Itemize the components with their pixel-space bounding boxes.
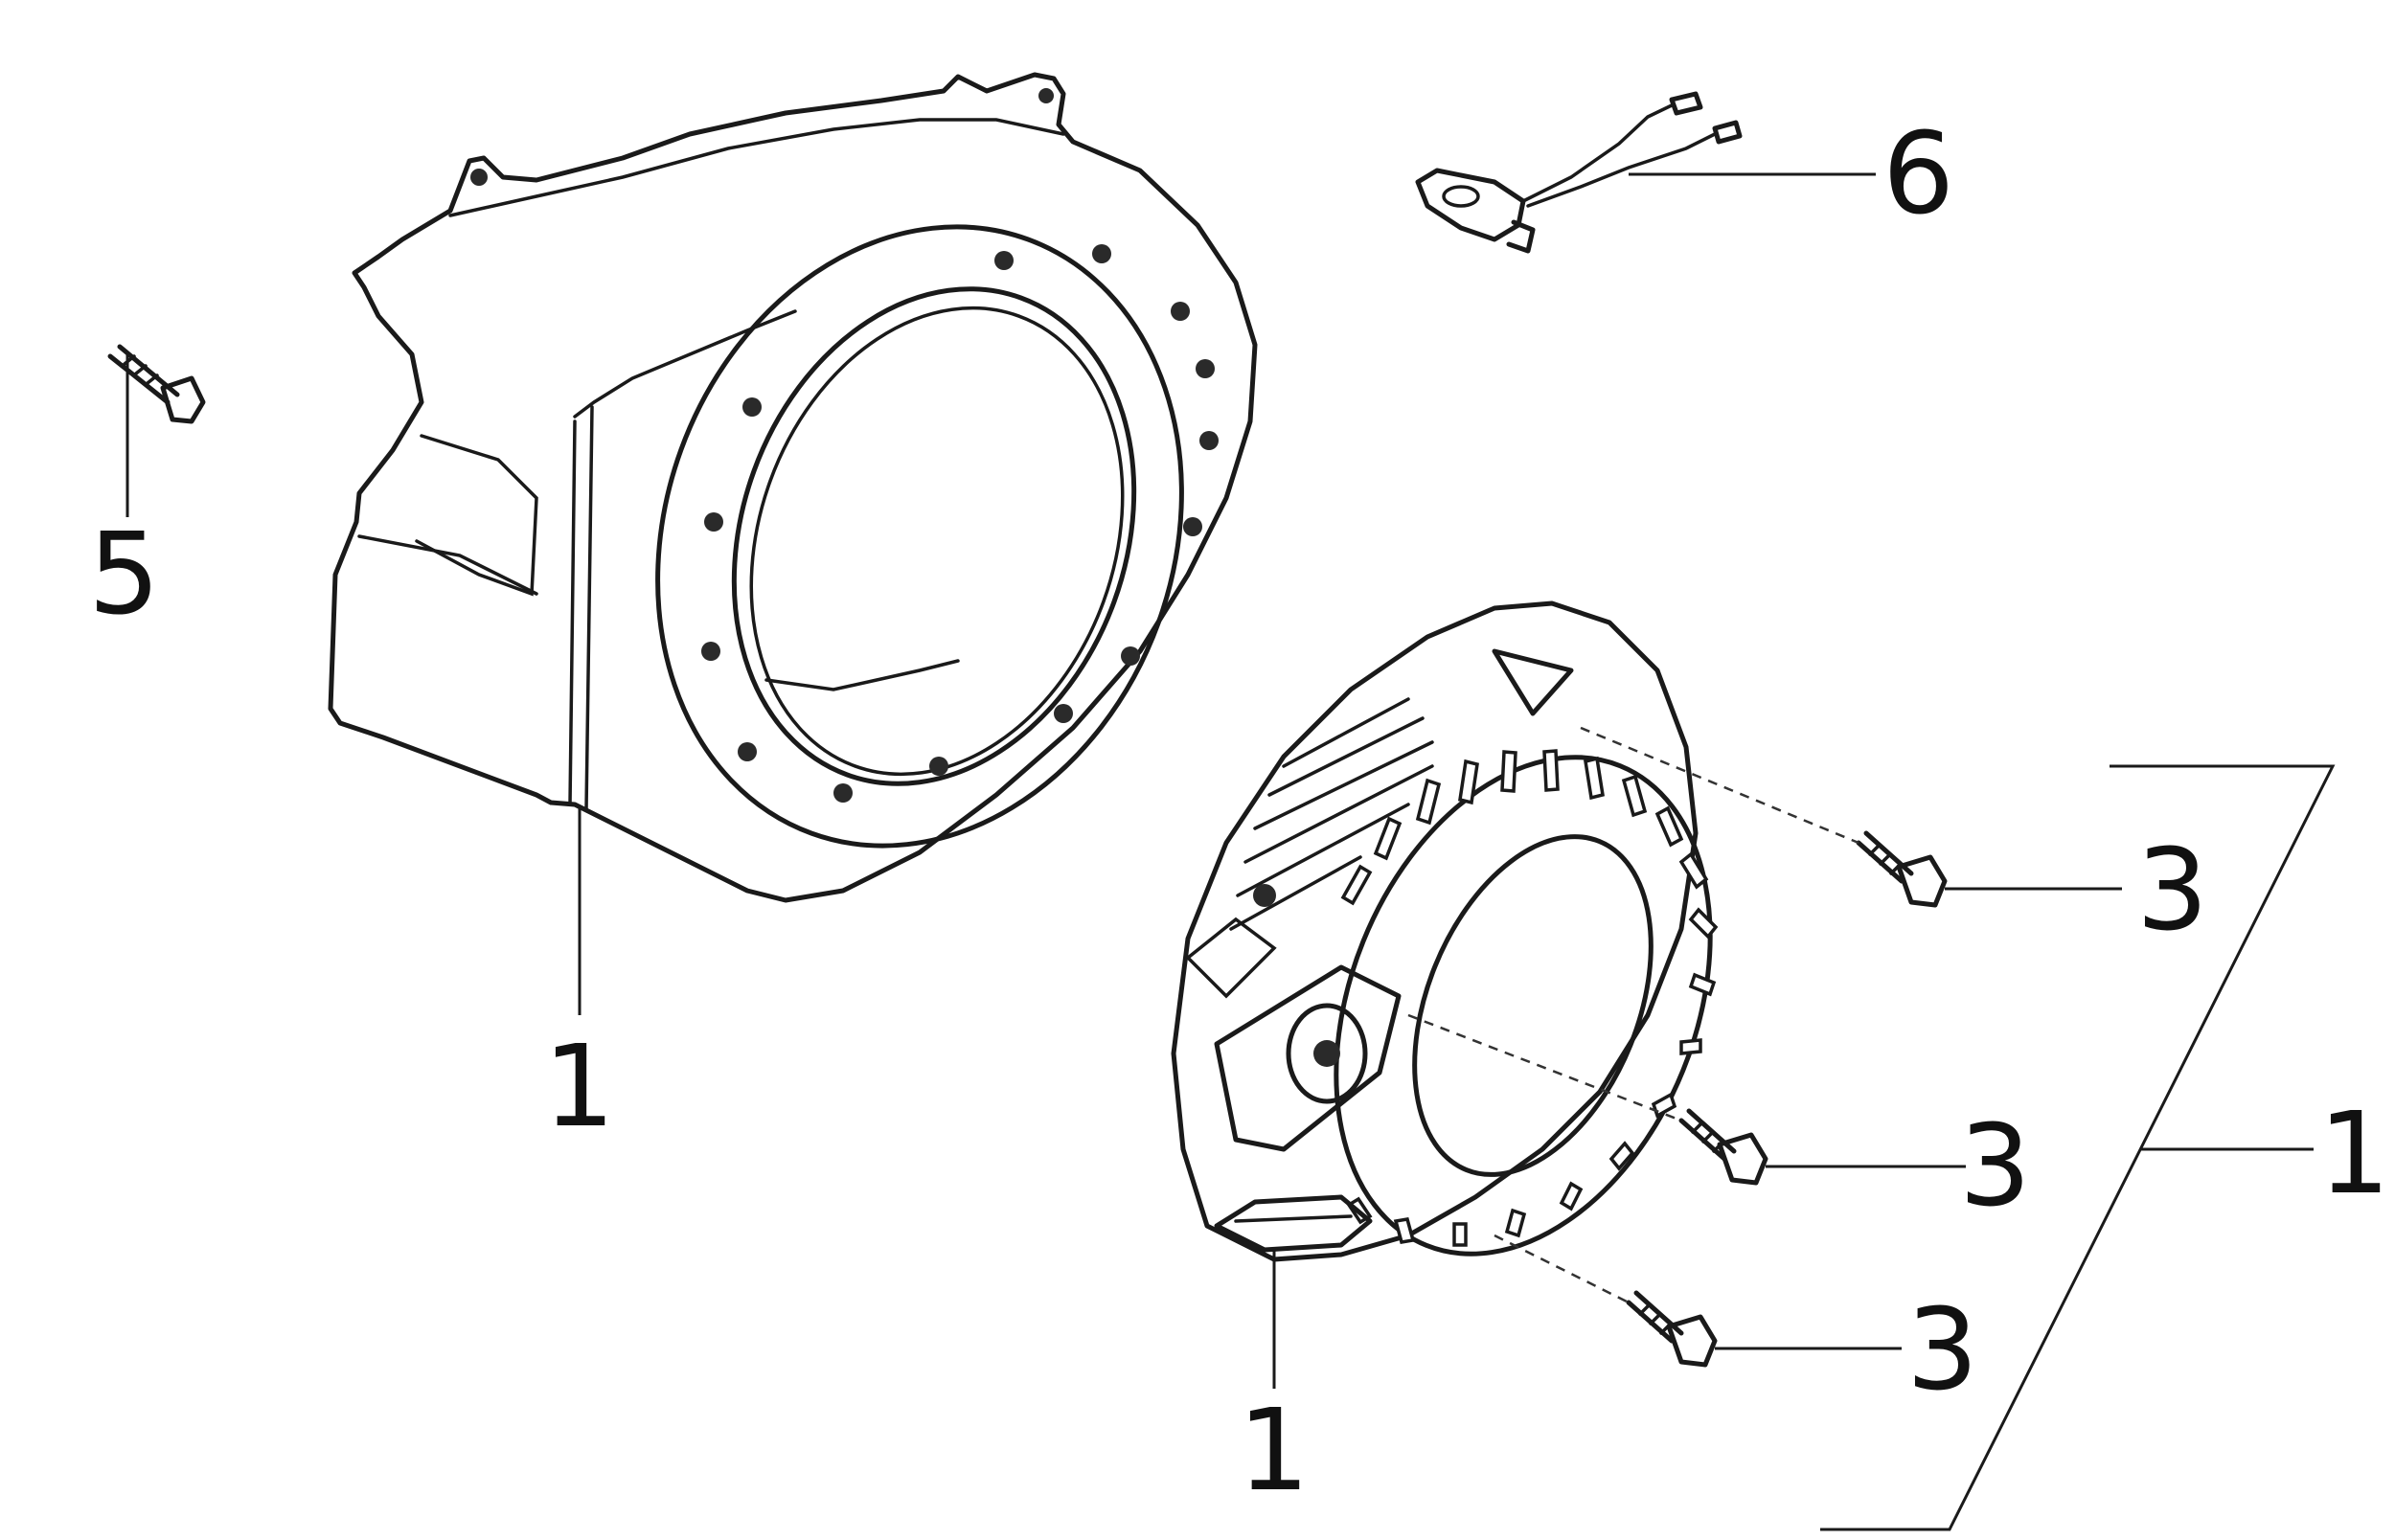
bolt-bottom-axis — [1494, 1234, 1630, 1304]
callout-fan-cover: 1 — [543, 1020, 615, 1152]
bolt-bottom — [1626, 1290, 1718, 1368]
bolt-middle — [1678, 1108, 1768, 1186]
callout-recoil: 1 — [1238, 1384, 1310, 1516]
callout-screw-5: 5 — [88, 508, 160, 640]
recoil-starter — [1171, 600, 1719, 1262]
bolt-middle-axis — [1407, 1013, 1682, 1122]
bolt-top — [1856, 830, 1948, 908]
callout-bolt-middle: 3 — [1959, 1099, 2031, 1232]
bolt-top-axis — [1580, 726, 1859, 845]
recoil-vent-fins — [1340, 749, 1719, 1247]
fan-cover-housing — [328, 72, 1258, 903]
screw-part-5 — [107, 344, 206, 424]
callout-assembly: 1 — [2318, 1087, 2390, 1219]
callout-bolt-bottom: 3 — [1906, 1283, 1978, 1415]
switch-part-6 — [1415, 91, 1743, 254]
callout-switch-6: 6 — [1882, 107, 1954, 239]
callout-bolt-top: 3 — [2136, 824, 2208, 956]
